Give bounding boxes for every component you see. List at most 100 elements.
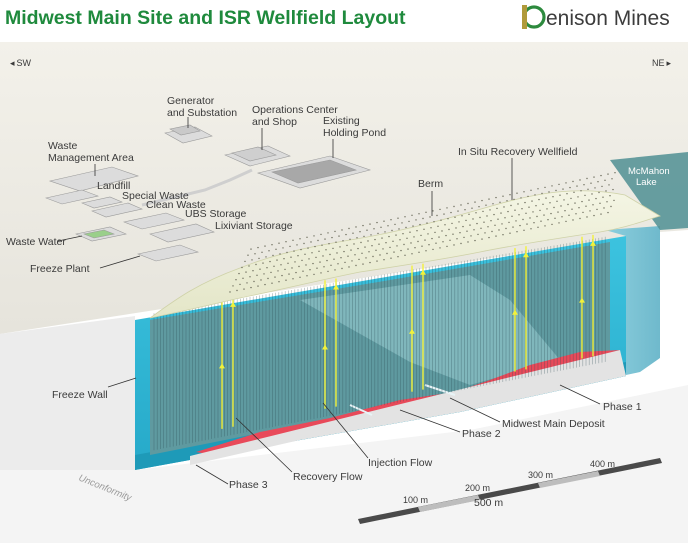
flow-arrowhead (523, 252, 529, 258)
wellhead-dot (242, 277, 244, 279)
wellhead-dot (395, 234, 397, 236)
access-road (141, 168, 253, 207)
wellhead-dot (604, 179, 606, 181)
wellhead-dot (586, 216, 588, 218)
wellhead-dot (432, 248, 434, 251)
wellhead-dot (469, 224, 471, 226)
wellhead-dot (600, 174, 602, 177)
wellhead-dot (447, 218, 449, 220)
wellhead-dot (241, 266, 243, 269)
wellhead-dot (503, 206, 505, 208)
wellhead-dot (468, 213, 470, 215)
wellhead-dot (291, 267, 293, 269)
scale-bar-segment-1 (418, 495, 480, 512)
wellhead-dot (235, 279, 237, 281)
wellhead-dot (443, 213, 445, 215)
wellhead-dot (578, 207, 580, 209)
wellhead-dot (268, 250, 270, 252)
wellhead-dot (413, 236, 415, 238)
logo-text: enison Mines (546, 7, 670, 30)
wellhead-dot (500, 212, 502, 214)
wellhead-dot (282, 247, 284, 249)
wellhead-dot (278, 242, 280, 244)
wellhead-dot (561, 216, 563, 218)
wellhead-dot (398, 228, 400, 230)
wellhead-dot (355, 264, 357, 267)
wellhead-dot (576, 185, 578, 187)
wellhead-dot (362, 263, 364, 265)
wellhead-dot (278, 281, 280, 283)
wellhead-dot (405, 226, 407, 229)
wellhead-dot (451, 222, 453, 225)
flow-arrowhead (219, 363, 225, 369)
flow-arrowhead (322, 344, 328, 350)
clean-waste-pad (91, 202, 143, 218)
wellhead-dot (471, 207, 473, 209)
wellhead-dot (328, 243, 330, 245)
wellhead-dot (284, 268, 286, 271)
well-array (153, 236, 606, 451)
wellhead-dot (492, 203, 494, 205)
wellhead-dot (484, 232, 486, 234)
wellhead-dot (544, 186, 546, 189)
wellhead-dot (450, 211, 452, 214)
wellhead-dot (445, 234, 447, 237)
wellhead-dot (610, 205, 612, 208)
wellhead-dot (606, 201, 608, 203)
wellhead-dot (532, 211, 534, 213)
flow-arrowhead (512, 309, 518, 315)
phase3-leader (195, 464, 229, 485)
wellhead-dot (273, 265, 275, 267)
wellhead-dot (294, 261, 296, 263)
wellhead-dot (388, 235, 390, 238)
deposit-leader (449, 397, 501, 423)
wellhead-dot (516, 231, 518, 233)
wellhead-dot (504, 217, 506, 219)
wellhead-dot (248, 265, 250, 267)
wellhead-dot (358, 258, 360, 261)
wellhead-dot (489, 209, 491, 211)
wellhead-dot (369, 261, 371, 264)
wellhead-dot (586, 177, 588, 180)
wellhead-dot (599, 202, 601, 204)
mcmahon-lake (610, 152, 688, 230)
wellhead-dot (457, 210, 459, 212)
scale-tick-100: 100 m (403, 495, 428, 505)
wellhead-dot (386, 252, 388, 255)
wellhead-dot (257, 285, 259, 287)
wellhead-dot (458, 221, 460, 223)
wellhead-dot (541, 192, 543, 195)
wellhead-dot (433, 221, 435, 223)
freeze-plant-pad (136, 244, 200, 262)
wellhead-dot (470, 235, 472, 237)
wellhead-dot (513, 198, 515, 201)
wellhead-dot (259, 268, 261, 270)
wellhead-dot (370, 234, 372, 236)
wellhead-dot (375, 249, 377, 251)
deposit-label: Midwest Main Deposit (502, 418, 605, 430)
freeze-plant-leader (99, 255, 141, 269)
wellhead-dot (239, 283, 241, 286)
wellhead-dot (565, 182, 567, 184)
wellhead-dot (244, 260, 246, 263)
wellhead-dot (403, 243, 405, 246)
wellhead-dot (245, 271, 247, 273)
wellhead-dot (267, 277, 269, 280)
wellhead-dot (542, 203, 544, 205)
ubs-storage-label: UBS Storage (185, 208, 246, 220)
wellhead-dot (452, 233, 454, 235)
wellhead-dot (601, 185, 603, 188)
wellhead-dot (592, 204, 594, 206)
wellhead-dot (269, 260, 271, 263)
wellhead-dot (271, 244, 273, 246)
wellhead-dot (537, 188, 539, 190)
wellhead-dot (584, 194, 586, 197)
wellhead-dot (276, 259, 278, 261)
wellhead-dot (437, 225, 439, 227)
compass-sw: ◂SW (10, 58, 32, 68)
wellhead-dot (292, 239, 294, 241)
lixiviant-pad (149, 223, 215, 243)
wellhead-dot (376, 260, 378, 262)
wellhead-dot (350, 249, 352, 251)
wellhead-dot (378, 243, 380, 245)
